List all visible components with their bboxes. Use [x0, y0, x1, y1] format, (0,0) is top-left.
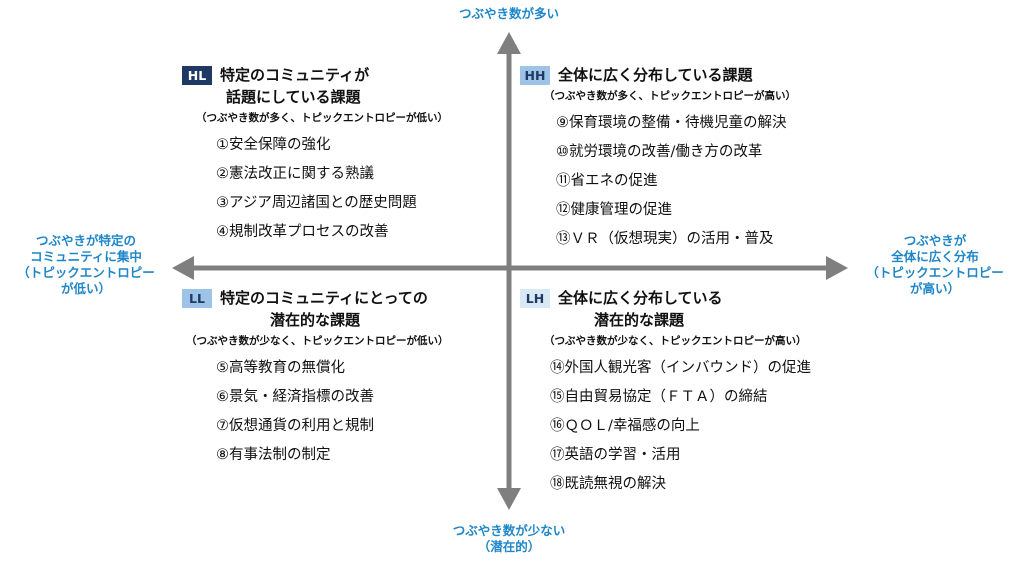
quadrant-title-line: 話題にしている課題 — [226, 88, 361, 106]
list-item: ①安全保障の強化 — [216, 137, 331, 153]
axis-label-bottom: つぶやき数が少ない （潜在的） — [409, 523, 609, 555]
axis-label-top: つぶやき数が多い — [409, 6, 609, 22]
list-item: ⑱既読無視の解決 — [550, 476, 666, 492]
issue-list: ①安全保障の強化 ②憲法改正に関する熟議 ③アジア周辺諸国との歴史問題 ④規制改… — [182, 131, 502, 247]
quadrant-title-line: 全体に広く分布している課題 — [558, 66, 753, 84]
list-item: ⑯ＱＯＬ/幸福感の向上 — [550, 418, 700, 434]
quadrant-badge: HL — [182, 66, 212, 85]
horizontal-axis-arrow — [172, 256, 848, 280]
axis-label-left: つぶやきが特定の コミュニティに集中 （トピックエントロピー が低い） — [0, 233, 172, 297]
list-item: ⑥景気・経済指標の改善 — [216, 389, 374, 405]
quadrant-title-line: 潜在的な課題 — [594, 311, 685, 329]
quadrant-subtitle: （つぶやき数が少なく、トピックエントロピーが低い） — [186, 335, 449, 347]
list-item: ②憲法改正に関する熟議 — [216, 166, 374, 182]
quadrant-title-line: 全体に広く分布している — [558, 289, 723, 307]
axis-label-line: コミュニティに集中 — [30, 249, 142, 264]
quadrant-header: HH 全体に広く分布している課題 — [520, 64, 860, 86]
quadrant-title: 特定のコミュニティにとっての 潜在的な課題 — [220, 287, 428, 331]
quadrant-badge: LH — [520, 289, 550, 308]
axis-label-line: （トピックエントロピー — [866, 265, 1004, 280]
list-item: ⑭外国人観光客（インバウンド）の促進 — [550, 360, 811, 376]
list-item: ⑬ＶＲ（仮想現実）の活用・普及 — [556, 231, 774, 247]
list-item: ⑪省エネの促進 — [556, 173, 658, 189]
axis-label-line: つぶやき数が少ない — [452, 523, 566, 538]
quadrant-title-line: 特定のコミュニティにとっての — [220, 289, 428, 307]
quadrant-lh: LH 全体に広く分布している 潜在的な課題 （つぶやき数が少なく、トピックエント… — [520, 287, 860, 499]
quadrant-header: LH 全体に広く分布している 潜在的な課題 — [520, 287, 860, 331]
list-item: ⑰英語の学習・活用 — [550, 447, 681, 463]
axis-label-line: が低い） — [60, 281, 111, 296]
quadrant-title-line: 潜在的な課題 — [270, 311, 361, 329]
quadrant-subtitle: （つぶやき数が多く、トピックエントロピーが低い） — [196, 112, 448, 124]
quadrant-title: 全体に広く分布している 潜在的な課題 — [558, 287, 723, 331]
issue-list: ⑭外国人観光客（インバウンド）の促進 ⑮自由貿易協定（ＦＴＡ）の締結 ⑯ＱＯＬ/… — [520, 354, 860, 499]
quadrant-header: LL 特定のコミュニティにとっての 潜在的な課題 — [182, 287, 502, 331]
issue-list: ⑤高等教育の無償化 ⑥景気・経済指標の改善 ⑦仮想通貨の利用と規制 ⑧有事法制の… — [182, 354, 502, 470]
list-item: ⑨保育環境の整備・待機児童の解決 — [556, 115, 787, 131]
axis-label-line: が高い） — [909, 281, 960, 296]
quadrant-subtitle: （つぶやき数が少なく、トピックエントロピーが高い） — [544, 335, 807, 347]
list-item: ⑦仮想通貨の利用と規制 — [216, 418, 374, 434]
vertical-axis-arrow — [497, 32, 521, 510]
list-item: ③アジア周辺諸国との歴史問題 — [216, 195, 417, 211]
axis-label-line: つぶやきが特定の — [35, 233, 136, 248]
quadrant-title: 特定のコミュニティが 話題にしている課題 — [220, 64, 369, 108]
quadrant-hh: HH 全体に広く分布している課題 （つぶやき数が多く、トピックエントロピーが高い… — [520, 64, 860, 254]
list-item: ⑤高等教育の無償化 — [216, 360, 345, 376]
list-item: ⑧有事法制の制定 — [216, 447, 331, 463]
quadrant-title-line: 特定のコミュニティが — [220, 66, 370, 84]
axis-label-right: つぶやきが 全体に広く分布 （トピックエントロピー が高い） — [846, 233, 1024, 297]
axis-label-line: （トピックエントロピー — [17, 265, 155, 280]
list-item: ⑮自由貿易協定（ＦＴＡ）の締結 — [550, 389, 768, 405]
quadrant-badge: HH — [520, 66, 550, 85]
axis-label-line: つぶやき数が多い — [458, 6, 559, 21]
quadrant-subtitle: （つぶやき数が多く、トピックエントロピーが高い） — [544, 90, 796, 102]
quadrant-hl: HL 特定のコミュニティが 話題にしている課題 （つぶやき数が多く、トピックエン… — [182, 64, 502, 247]
axis-label-line: 全体に広く分布 — [891, 249, 979, 264]
list-item: ⑫健康管理の促進 — [556, 202, 672, 218]
quadrant-title: 全体に広く分布している課題 — [558, 64, 753, 86]
quadrant-ll: LL 特定のコミュニティにとっての 潜在的な課題 （つぶやき数が少なく、トピック… — [182, 287, 502, 470]
axis-label-line: つぶやきが — [903, 233, 967, 248]
list-item: ④規制改革プロセスの改善 — [216, 224, 389, 240]
quadrant-header: HL 特定のコミュニティが 話題にしている課題 — [182, 64, 502, 108]
issue-list: ⑨保育環境の整備・待機児童の解決 ⑩就労環境の改善/働き方の改革 ⑪省エネの促進… — [520, 109, 860, 254]
quadrant-badge: LL — [182, 289, 212, 308]
list-item: ⑩就労環境の改善/働き方の改革 — [556, 144, 763, 160]
axis-label-line: （潜在的） — [477, 539, 541, 554]
